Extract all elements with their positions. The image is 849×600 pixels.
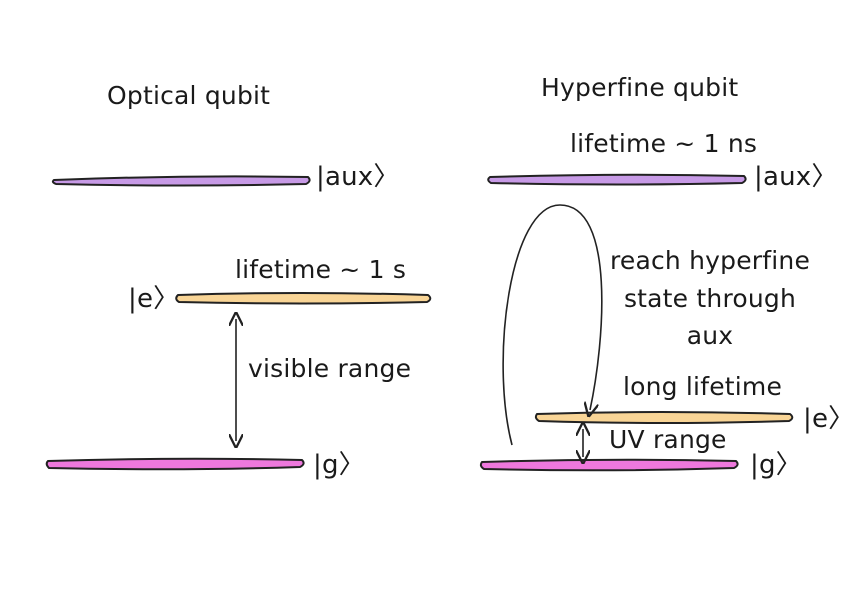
optical-g-level: [45, 457, 305, 471]
optical-e-label: |e〉: [128, 284, 180, 314]
hyperfine-long-lifetime-label: long lifetime: [623, 372, 783, 401]
hyperfine-aux-level: [487, 173, 747, 186]
hyperfine-g-level: [479, 458, 739, 472]
hyperfine-g-label: |g〉: [750, 450, 802, 480]
hyperfine-title: Hyperfine qubit: [541, 73, 739, 102]
hyperfine-aux-lifetime-label: lifetime ~ 1 ns: [570, 129, 758, 158]
hyperfine-e-label: |e〉: [803, 404, 849, 434]
hyperfine-reach-line-1: reach hyperfine: [609, 246, 811, 275]
hyperfine-e-level: [534, 411, 794, 424]
optical-e-level: [175, 292, 432, 305]
hyperfine-aux-label: |aux〉: [754, 162, 838, 192]
optical-lifetime-label: lifetime ~ 1 s: [235, 255, 407, 284]
hyperfine-range-label: UV range: [609, 425, 727, 454]
optical-g-label: |g〉: [313, 450, 365, 480]
optical-range-label: visible range: [248, 354, 412, 383]
hyperfine-reach-line-3: aux: [686, 321, 734, 350]
optical-aux-label: |aux〉: [316, 162, 400, 192]
optical-aux-level: [51, 175, 311, 187]
hyperfine-reach-line-2: state through: [623, 284, 797, 313]
hyperfine-loop-arrow: [502, 204, 603, 446]
optical-title: Optical qubit: [107, 81, 271, 110]
